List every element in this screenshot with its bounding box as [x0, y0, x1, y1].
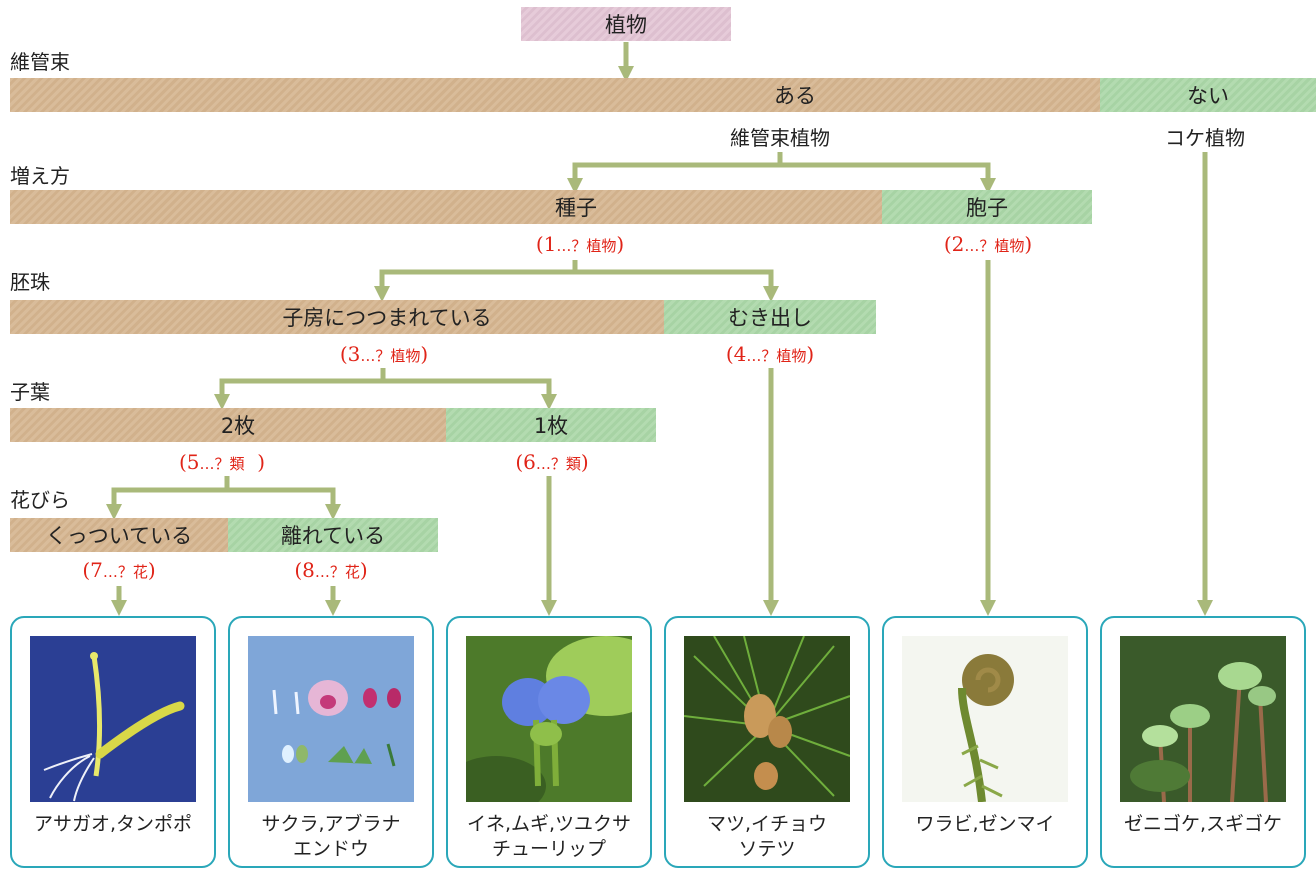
blank-7: (7…？花) [82, 558, 156, 582]
pea-flower-parts-photo [248, 636, 414, 802]
criterion-cotyledon: 子葉 [10, 380, 50, 404]
bar-separate: 離れている [228, 518, 438, 552]
blank-3: (3…？植物) [339, 342, 429, 366]
example-caption-5: ワラビ,ゼンマイ [915, 813, 1055, 835]
blank-5: (5…？類 ) [178, 450, 266, 474]
example-card-fused-petals: アサガオ,タンポポ [10, 616, 216, 868]
bar-vascular-no: ない [1100, 78, 1316, 112]
example-caption-3: イネ,ムギ,ツユクサチューリップ [466, 813, 632, 860]
example-card-gymnosperm: マツ,イチョウソテツ [664, 616, 870, 868]
bar-two-leaves: 2枚 [10, 408, 446, 442]
example-card-monocot: イネ,ムギ,ツユクサチューリップ [446, 616, 652, 868]
morning-glory-photo [30, 636, 196, 802]
arrow-two-leaves [213, 368, 386, 411]
example-caption-6: ゼニゴケ,スギゴケ [1123, 813, 1283, 835]
bar-seeds: 種子 [10, 190, 882, 224]
pine-photo [684, 636, 850, 802]
example-card-moss: ゼニゴケ,スギゴケ [1100, 616, 1306, 868]
bar-one-leaf: 1枚 [446, 408, 656, 442]
bar-enclosed: 子房につつまれている [10, 300, 664, 334]
example-card-separate-petals: サクラ,アブラナエンドウ [228, 616, 434, 868]
example-caption-4: マツ,イチョウソテツ [706, 813, 828, 860]
arrow-seed [566, 152, 783, 195]
arrow-spore [780, 162, 997, 195]
group-moss-plants: コケ植物 [1165, 126, 1245, 150]
blank-4: (4…？植物) [725, 342, 815, 366]
criterion-vascular: 維管束 [10, 50, 70, 74]
example-card-fern: ワラビ,ゼンマイ [882, 616, 1088, 868]
bar-exposed: むき出し [664, 300, 876, 334]
dayflower-photo [466, 636, 632, 802]
liverwort-photo [1120, 636, 1286, 802]
blank-2: (2…？植物) [943, 232, 1033, 256]
group-vascular-plants: 維管束植物 [730, 126, 830, 150]
criterion-ovule: 胚珠 [10, 270, 50, 294]
blank-8: (8…？花) [294, 558, 368, 582]
blank-6: (6…？類) [515, 450, 589, 474]
fern-fiddlehead-photo [902, 636, 1068, 802]
criterion-petals: 花びら [10, 488, 70, 512]
bar-fused: くっついている [10, 518, 228, 552]
bar-vascular-yes: ある [10, 78, 1100, 112]
example-caption-2: サクラ,アブラナエンドウ [261, 813, 401, 860]
blank-1: (1…？植物) [535, 232, 625, 256]
arrow-separate [227, 487, 342, 521]
bar-spores: 胞子 [882, 190, 1092, 224]
criterion-reproduction: 増え方 [10, 164, 70, 188]
arrow-one-leaf [383, 378, 558, 411]
root-node-plants: 植物 [521, 7, 731, 41]
example-caption-1: アサガオ,タンポポ [33, 813, 193, 835]
arrow-fused [105, 476, 230, 521]
arrow-enclosed [373, 260, 578, 303]
arrow-exposed [575, 269, 780, 303]
